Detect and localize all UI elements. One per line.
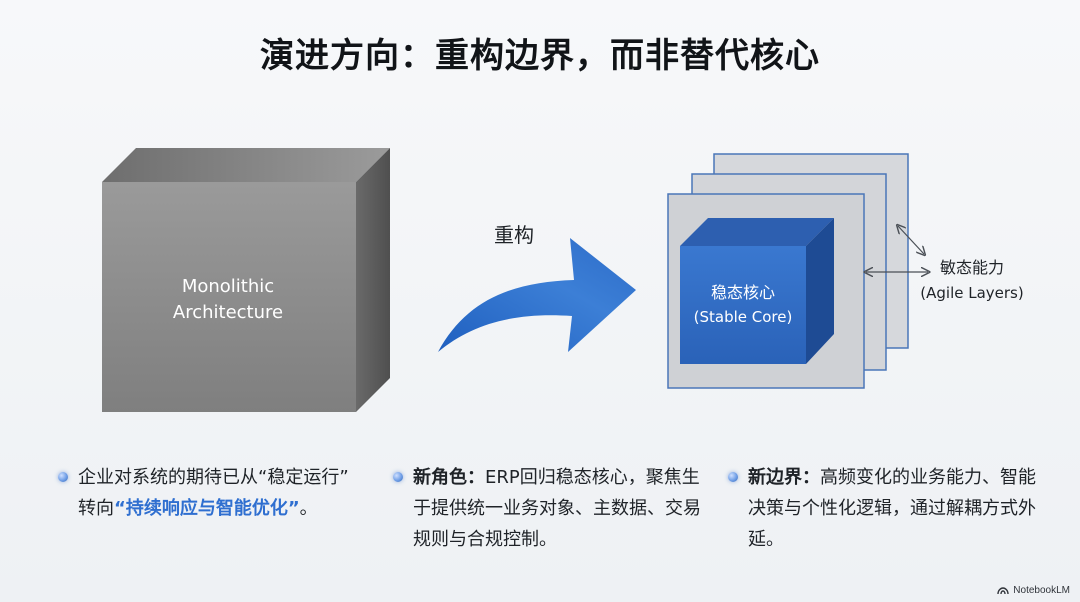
stable-core-cube: 稳态核心 (Stable Core) — [680, 218, 834, 364]
brand-watermark: NotebookLM — [997, 585, 1070, 596]
brand-name: NotebookLM — [1013, 585, 1070, 596]
layers-label-line1: 敏态能力 — [940, 258, 1004, 277]
bullet-line-1: 企业对系统的期待已从“稳定运行” — [78, 467, 349, 488]
bullet-line-2: 转向“持续响应与智能优化”。 — [78, 493, 378, 524]
core-front-face — [680, 246, 806, 364]
notebooklm-logo-icon — [997, 586, 1009, 594]
bullet-dot-icon — [728, 472, 738, 482]
double-arrow-icon — [898, 226, 924, 254]
bullet-new-role: 新角色：ERP回归稳态核心，聚焦生于提供统一业务对象、主数据、交易规则与合规控制… — [393, 462, 713, 555]
cube-label-line1: Monolithic — [182, 276, 274, 297]
arrow-label: 重构 — [494, 223, 534, 247]
bullet-dot-icon — [393, 472, 403, 482]
bullet-text-new-boundary: 高频变化的业务能力、智能决策与个性化逻辑，通过解耦方式外延。 — [748, 467, 1036, 550]
bullet-new-boundary: 新边界：高频变化的业务能力、智能决策与个性化逻辑，通过解耦方式外延。 — [728, 462, 1048, 555]
cube-front-face — [102, 182, 356, 412]
bullet-dot-icon — [58, 472, 68, 482]
cube-top-face — [102, 148, 390, 182]
cube-side-face — [356, 148, 390, 412]
bullet-line-2-suffix: 。 — [299, 498, 318, 519]
bullet-label-new-role: 新角色： — [413, 467, 485, 488]
monolithic-cube: Monolithic Architecture — [102, 148, 390, 412]
bullet-line-2-prefix: 转向 — [78, 498, 114, 519]
core-label-line1: 稳态核心 — [711, 283, 775, 302]
core-top-face — [680, 218, 834, 246]
bullet-label-new-boundary: 新边界： — [748, 467, 820, 488]
bullet-text-new-role: ERP回归稳态核心，聚焦生于提供统一业务对象、主数据、交易规则与合规控制。 — [413, 467, 701, 550]
bullet-expectation: 企业对系统的期待已从“稳定运行” 转向“持续响应与智能优化”。 — [58, 462, 378, 524]
layers-label-line2: (Agile Layers) — [920, 284, 1023, 302]
bullet-highlight: “持续响应与智能优化” — [114, 498, 300, 519]
cube-label-line2: Architecture — [173, 302, 283, 323]
slide-title: 演进方向：重构边界，而非替代核心 — [260, 36, 820, 76]
restructure-arrow-icon — [438, 238, 636, 352]
core-label-line2: (Stable Core) — [694, 308, 793, 326]
core-side-face — [806, 218, 834, 364]
